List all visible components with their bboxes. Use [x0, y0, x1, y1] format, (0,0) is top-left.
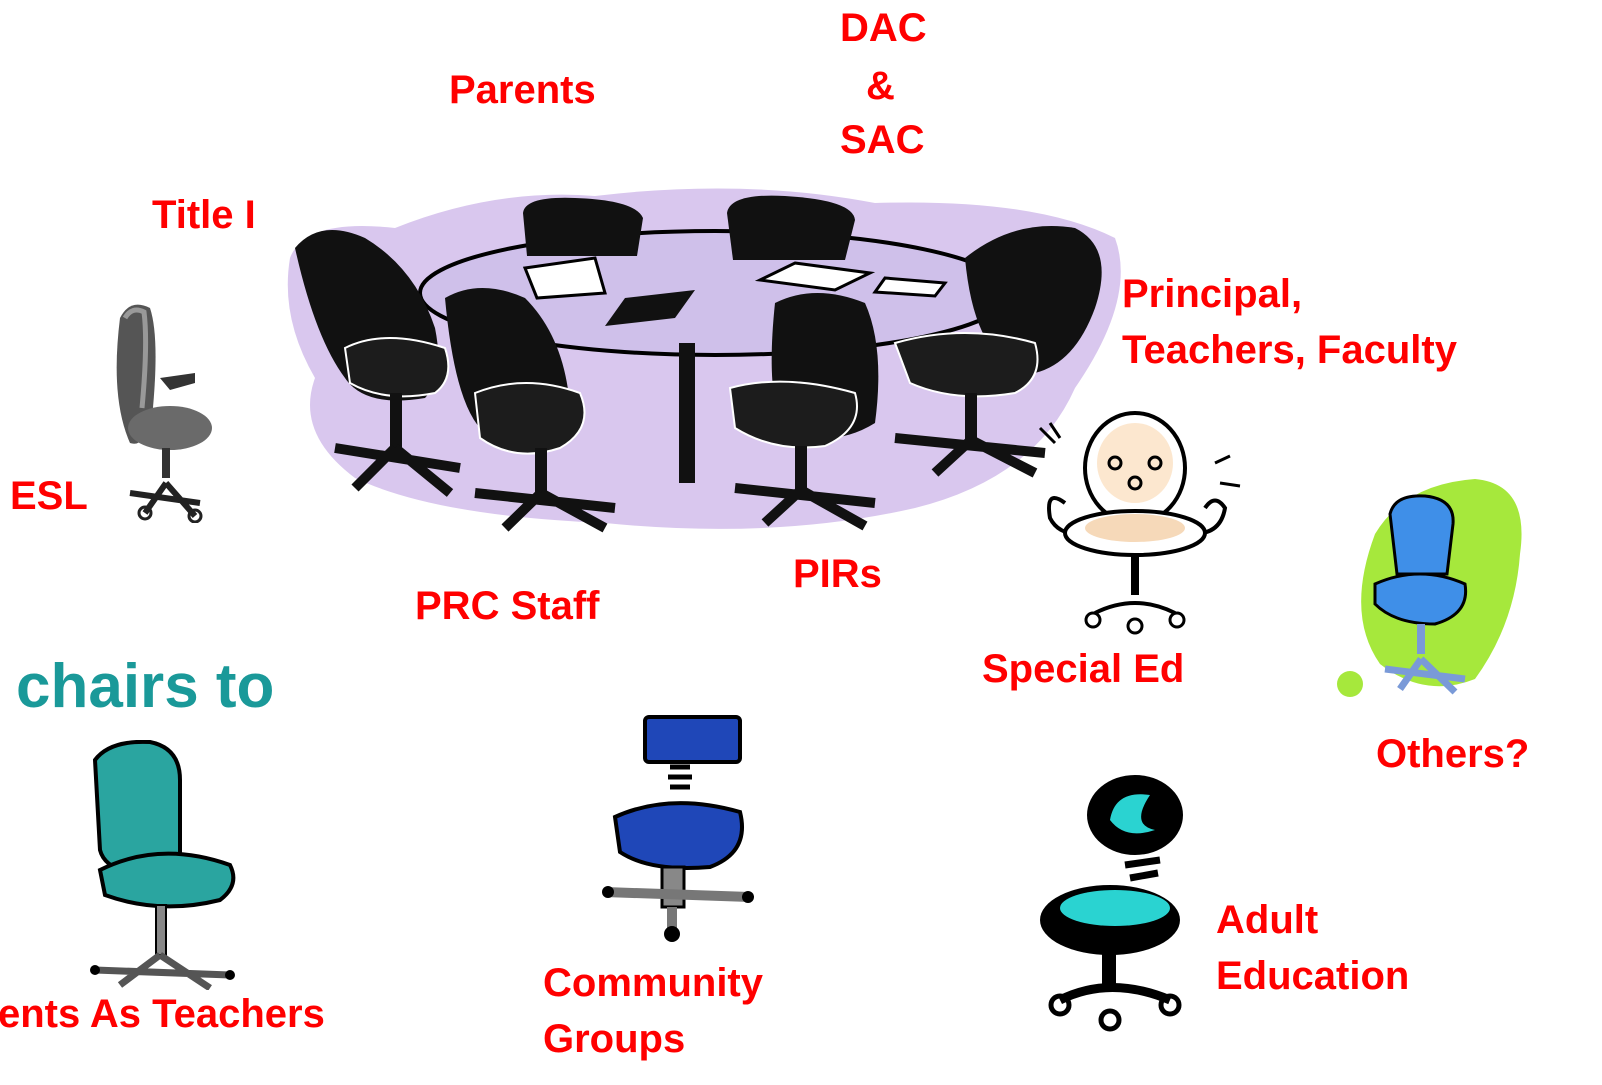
label-sac: SAC — [840, 118, 925, 162]
label-adult-line1: Adult — [1216, 898, 1319, 942]
heading-chairs-to: chairs to — [16, 652, 275, 721]
gray-office-chair-icon — [100, 298, 218, 523]
sketch-chair-icon — [1035, 408, 1250, 640]
label-title-i: Title I — [152, 193, 256, 237]
label-others: Others? — [1376, 732, 1530, 776]
blue-chair-icon — [1335, 474, 1535, 699]
label-adult-line2: Education — [1216, 954, 1410, 998]
label-community-line2: Groups — [543, 1017, 686, 1061]
label-special-ed: Special Ed — [982, 647, 1185, 691]
blue-stool-chair-icon — [600, 712, 755, 944]
label-principal-line2: Teachers, Faculty — [1122, 328, 1457, 372]
label-parents-as-teachers: ents As Teachers — [0, 992, 325, 1036]
teal-chair-icon — [80, 740, 240, 990]
cyan-swivel-chair-icon — [1030, 770, 1205, 1035]
label-parents: Parents — [449, 68, 596, 112]
label-esl: ESL — [10, 474, 88, 518]
conference-table-icon — [275, 178, 1135, 538]
label-community-line1: Community — [543, 961, 763, 1005]
label-dac: DAC — [840, 6, 927, 50]
label-principal-line1: Principal, — [1122, 272, 1303, 316]
label-ampersand: & — [866, 64, 895, 108]
label-prc-staff: PRC Staff — [415, 584, 600, 628]
label-pirs: PIRs — [793, 552, 882, 596]
